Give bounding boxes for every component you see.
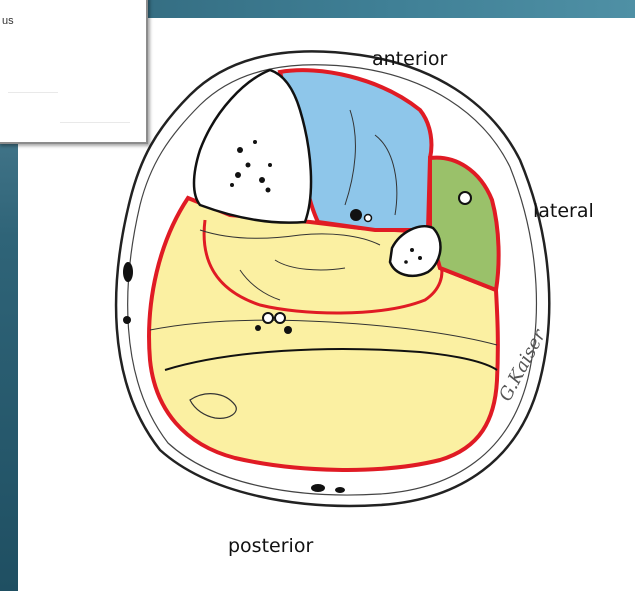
label-anterior: anterior (372, 48, 447, 70)
popup-text: us (2, 15, 14, 27)
overlay-popup-window[interactable]: us (0, 0, 148, 144)
popup-faint-line (8, 92, 58, 93)
lateral-vessel (459, 192, 471, 204)
label-posterior: posterior (228, 535, 313, 557)
popup-faint-line (60, 122, 130, 123)
label-lateral: lateral (533, 200, 594, 222)
